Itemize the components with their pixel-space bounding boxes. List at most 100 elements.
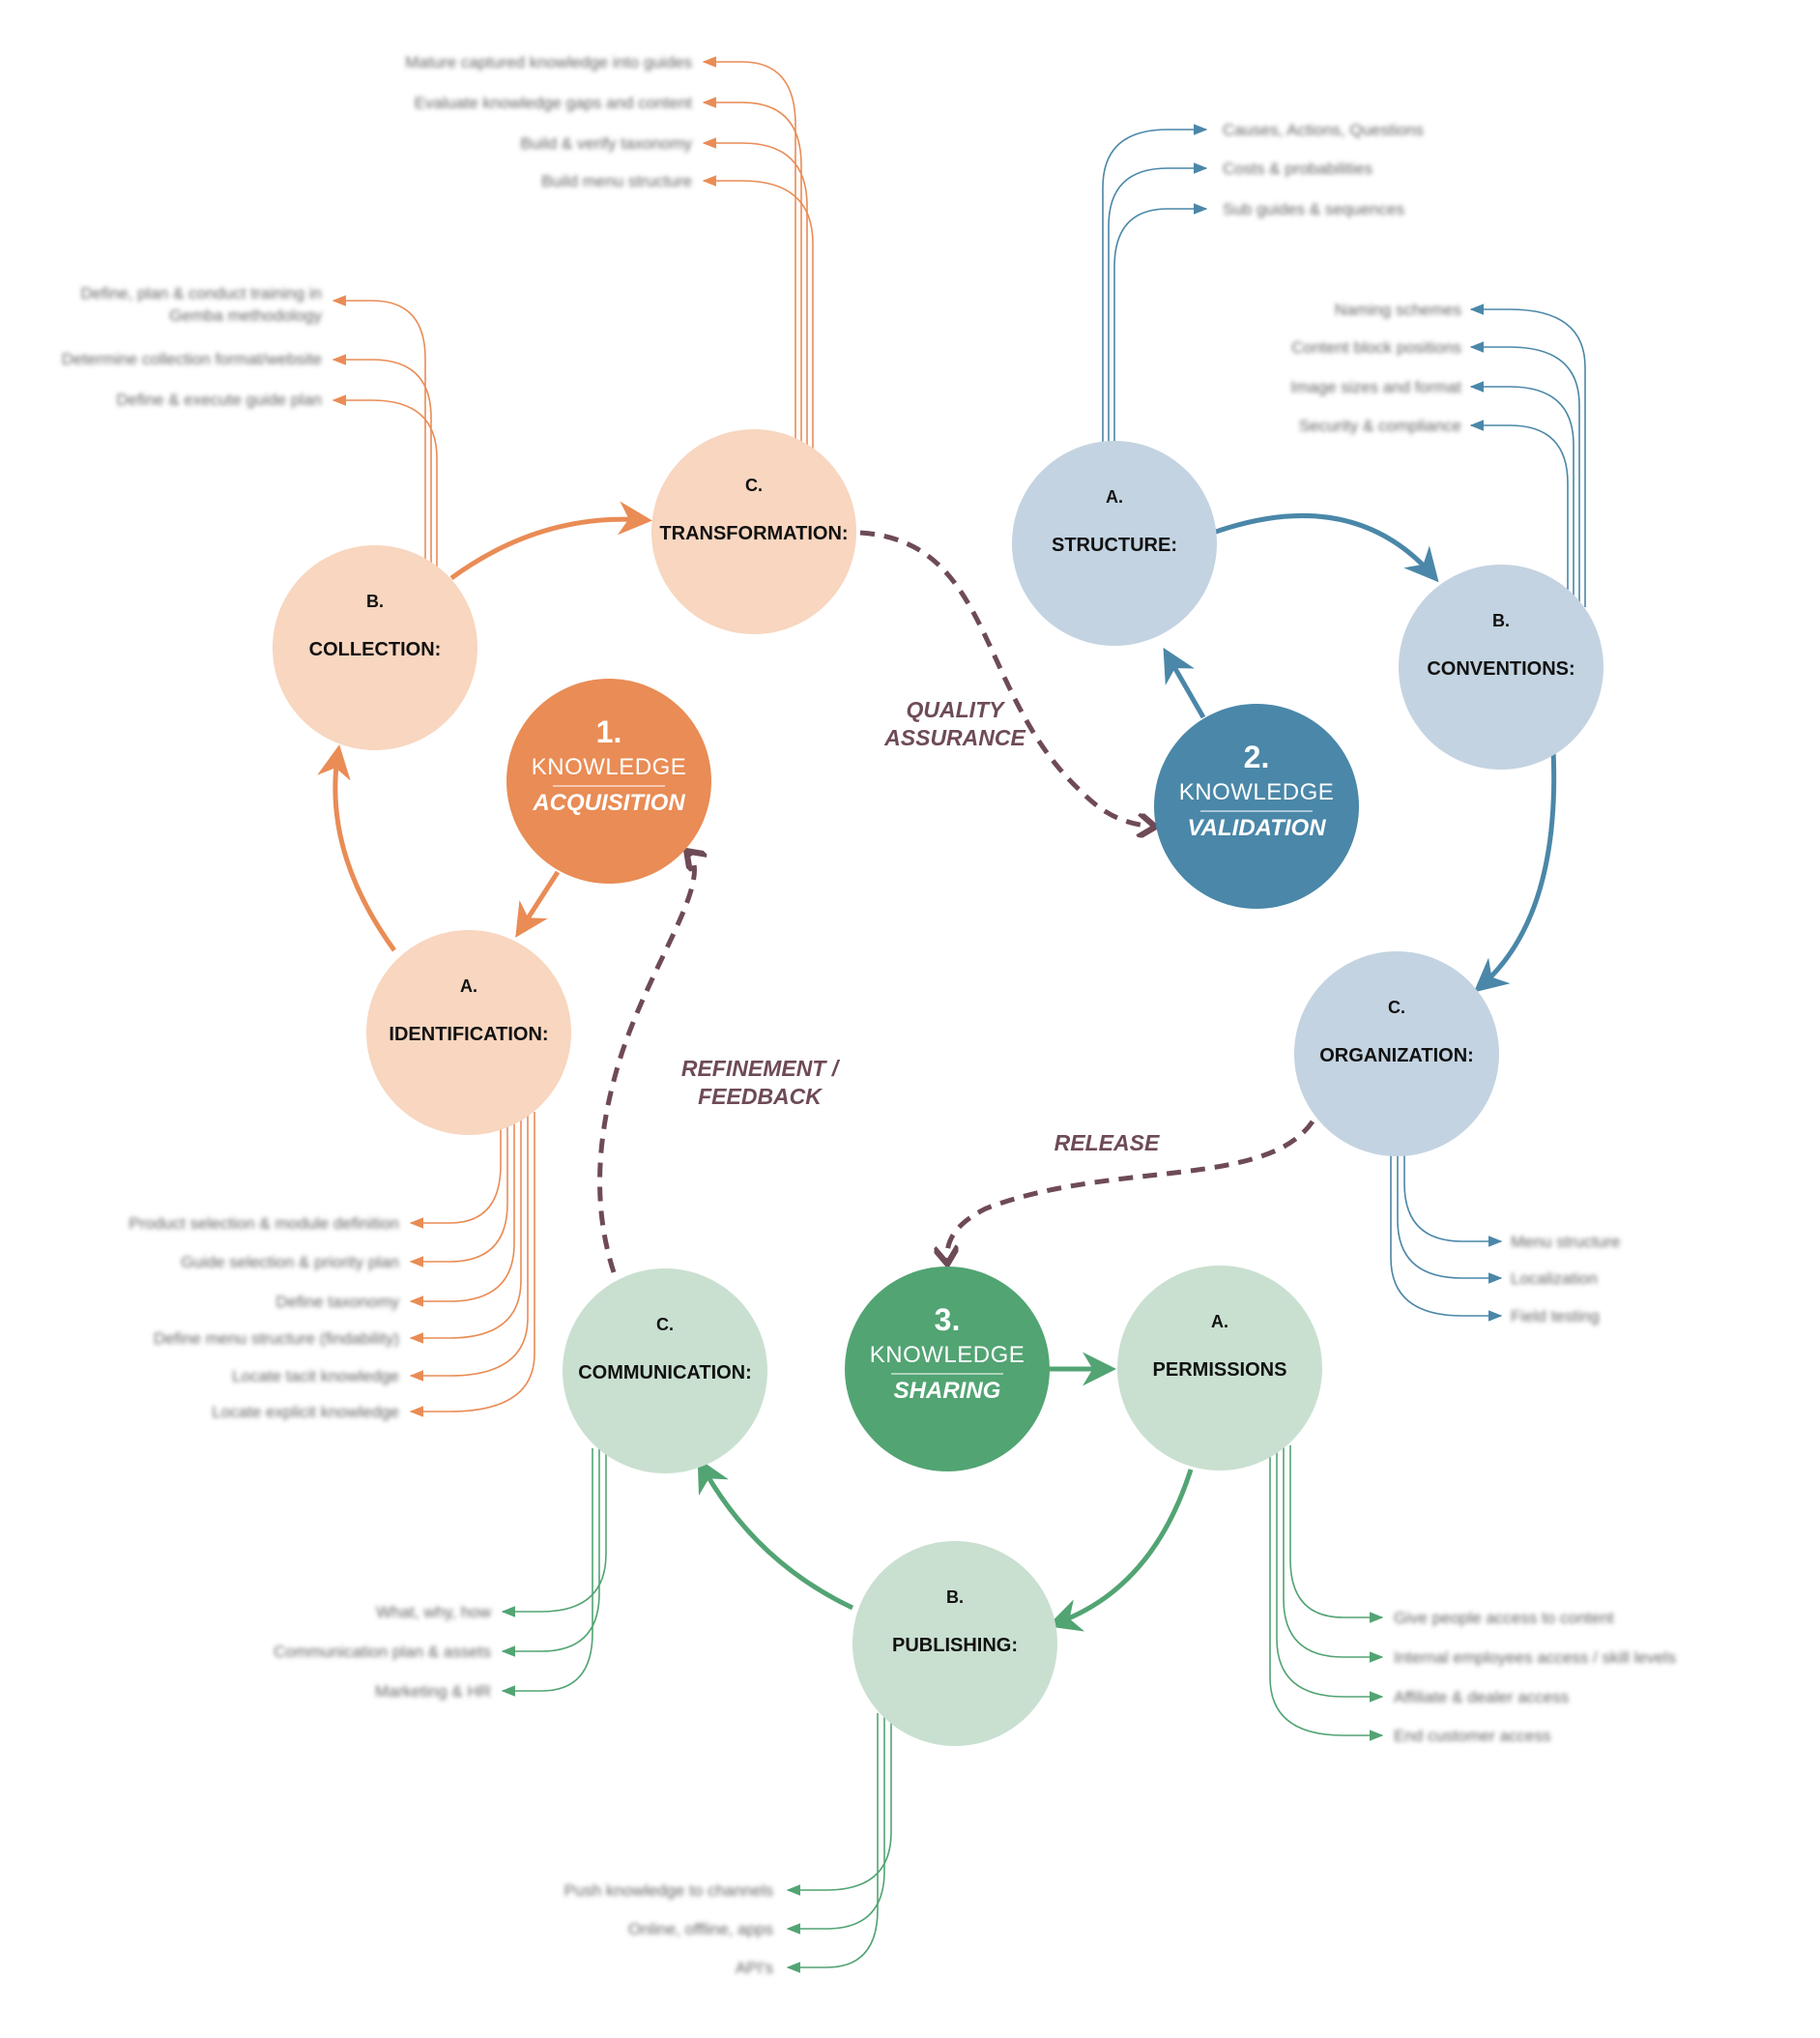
detail-transformation-2: Build & verify taxonomy bbox=[520, 134, 692, 153]
detail-connector bbox=[501, 1448, 593, 1697]
node-transformation-label: TRANSFORMATION: bbox=[659, 523, 848, 544]
detail-connector bbox=[786, 1713, 892, 1896]
detail-conventions-1: Content block positions bbox=[1291, 338, 1461, 357]
detail-connector bbox=[501, 1448, 600, 1657]
detail-connector bbox=[786, 1713, 885, 1935]
detail-connector bbox=[1469, 341, 1580, 607]
quality-assurance-label-line2: ASSURANCE bbox=[883, 725, 1026, 750]
node-publishing-circle bbox=[852, 1541, 1057, 1746]
detail-identification-2: Define taxonomy bbox=[275, 1293, 399, 1311]
detail-connector bbox=[1102, 124, 1208, 462]
hub-acquisition-number: 1. bbox=[596, 714, 622, 749]
detail-identification-5: Locate explicit knowledge bbox=[212, 1403, 399, 1421]
release-arrow bbox=[947, 1120, 1315, 1262]
detail-identification-1: Guide selection & priority plan bbox=[181, 1253, 399, 1271]
detail-structure-1: Costs & probabilities bbox=[1223, 160, 1372, 178]
detail-connector bbox=[1269, 1445, 1384, 1741]
node-collection-letter: B. bbox=[366, 592, 384, 611]
node-identification-circle bbox=[366, 930, 571, 1135]
node-transformation-letter: C. bbox=[745, 476, 763, 495]
hub-acquisition-circle bbox=[506, 679, 711, 884]
node-organization: C. ORGANIZATION: bbox=[1294, 951, 1499, 1156]
detail-connector bbox=[409, 1112, 502, 1229]
detail-identification-0: Product selection & module definition bbox=[129, 1214, 399, 1233]
node-communication: C.COMMUNICATION: bbox=[563, 1268, 767, 1473]
detail-connector bbox=[409, 1112, 535, 1417]
arrow-publishing-to-communication bbox=[697, 1457, 854, 1611]
refinement-label-line1: REFINEMENT / bbox=[681, 1056, 841, 1081]
node-structure-circle bbox=[1012, 441, 1217, 646]
node-permissions-letter: A. bbox=[1211, 1312, 1228, 1331]
detail-connector bbox=[702, 97, 802, 452]
detail-connector bbox=[702, 56, 796, 452]
detail-connector bbox=[1469, 381, 1574, 607]
node-conventions-label: CONVENTIONS: bbox=[1427, 658, 1574, 680]
arrow-structure-to-conventions bbox=[1212, 512, 1439, 583]
hub-acquisition-word: KNOWLEDGE bbox=[532, 754, 687, 780]
quality-assurance-arrow bbox=[859, 530, 1153, 827]
node-transformation: C. TRANSFORMATION: bbox=[651, 429, 856, 634]
node-publishing: B.PUBLISHING: bbox=[852, 1541, 1057, 1746]
detail-connector bbox=[1469, 304, 1586, 607]
detail-connector bbox=[1403, 1155, 1503, 1247]
detail-connector bbox=[1390, 1155, 1503, 1322]
refinement-label-line2: FEEDBACK bbox=[698, 1084, 823, 1109]
node-structure-letter: A. bbox=[1106, 487, 1123, 507]
arrow-hub-to-structure bbox=[1163, 647, 1206, 719]
hub-acquisition-sub: ACQUISITION bbox=[532, 790, 685, 816]
node-permissions: A. PERMISSIONS bbox=[1117, 1266, 1322, 1470]
detail-connector bbox=[409, 1112, 529, 1382]
hub-sharing-sub: SHARING bbox=[894, 1378, 1001, 1404]
hub-sharing-word: KNOWLEDGE bbox=[870, 1342, 1026, 1368]
detail-publishing-0: Push knowledge to channels bbox=[564, 1881, 773, 1900]
hub-sharing-number: 3. bbox=[935, 1302, 961, 1337]
node-organization-letter: C. bbox=[1388, 998, 1405, 1017]
node-communication-label: COMMUNICATION: bbox=[578, 1362, 752, 1383]
sharing-cycle-arrows bbox=[697, 1352, 1194, 1632]
detail-connector-lines bbox=[332, 56, 1586, 1973]
arrow-identification-to-collection bbox=[317, 744, 397, 952]
detail-collection-3: Define & execute guide plan bbox=[116, 391, 322, 409]
detail-connector bbox=[1397, 1155, 1503, 1284]
detail-communication-0: What, why, how bbox=[376, 1603, 491, 1621]
quality-assurance-label-line1: QUALITY bbox=[907, 697, 1007, 722]
node-permissions-label: PERMISSIONS bbox=[1153, 1359, 1287, 1381]
detail-texts: Mature captured knowledge into guidesEva… bbox=[62, 53, 1676, 1977]
detail-publishing-1: Online, offline, apps bbox=[628, 1920, 773, 1938]
detail-transformation-1: Evaluate knowledge gaps and content bbox=[415, 94, 693, 112]
detail-permissions-0: Give people access to content bbox=[1394, 1609, 1614, 1627]
detail-connector bbox=[1276, 1445, 1384, 1703]
node-publishing-letter: B. bbox=[946, 1587, 964, 1607]
detail-publishing-2: API's bbox=[736, 1959, 773, 1977]
node-permissions-circle bbox=[1117, 1266, 1322, 1470]
node-organization-label: ORGANIZATION: bbox=[1319, 1045, 1474, 1066]
node-identification-label: IDENTIFICATION: bbox=[389, 1024, 548, 1045]
node-collection-circle bbox=[273, 545, 477, 750]
node-organization-circle bbox=[1294, 951, 1499, 1156]
hub-acquisition: 1. KNOWLEDGE ACQUISITION bbox=[506, 679, 711, 884]
node-structure: A.STRUCTURE: bbox=[1012, 441, 1217, 646]
detail-connector bbox=[409, 1112, 515, 1307]
hub-validation-word: KNOWLEDGE bbox=[1179, 779, 1335, 805]
detail-connector bbox=[501, 1448, 607, 1617]
detail-permissions-1: Internal employees access / skill levels bbox=[1394, 1648, 1676, 1667]
arrow-permissions-to-publishing bbox=[1047, 1469, 1194, 1632]
node-collection-label: COLLECTION: bbox=[309, 639, 442, 660]
refinement-feedback-arrow bbox=[597, 853, 695, 1273]
detail-connector bbox=[409, 1112, 508, 1267]
node-conventions-letter: B. bbox=[1492, 611, 1510, 630]
node-identification: A.IDENTIFICATION: bbox=[366, 930, 571, 1135]
detail-connector bbox=[1108, 162, 1208, 462]
detail-connector bbox=[1289, 1445, 1384, 1623]
release-label: RELEASE bbox=[1054, 1130, 1160, 1155]
arrow-collection-to-transformation bbox=[449, 501, 652, 581]
detail-connector bbox=[1469, 420, 1569, 607]
detail-collection-0: Define, plan & conduct training in bbox=[81, 284, 323, 303]
node-conventions-circle bbox=[1399, 565, 1603, 770]
detail-transformation-0: Mature captured knowledge into guides bbox=[405, 53, 692, 72]
detail-organization-2: Field testing bbox=[1511, 1307, 1600, 1325]
detail-identification-4: Locate tacit knowledge bbox=[232, 1367, 399, 1385]
node-communication-circle bbox=[563, 1268, 767, 1473]
detail-structure-2: Sub guides & sequences bbox=[1223, 200, 1404, 218]
